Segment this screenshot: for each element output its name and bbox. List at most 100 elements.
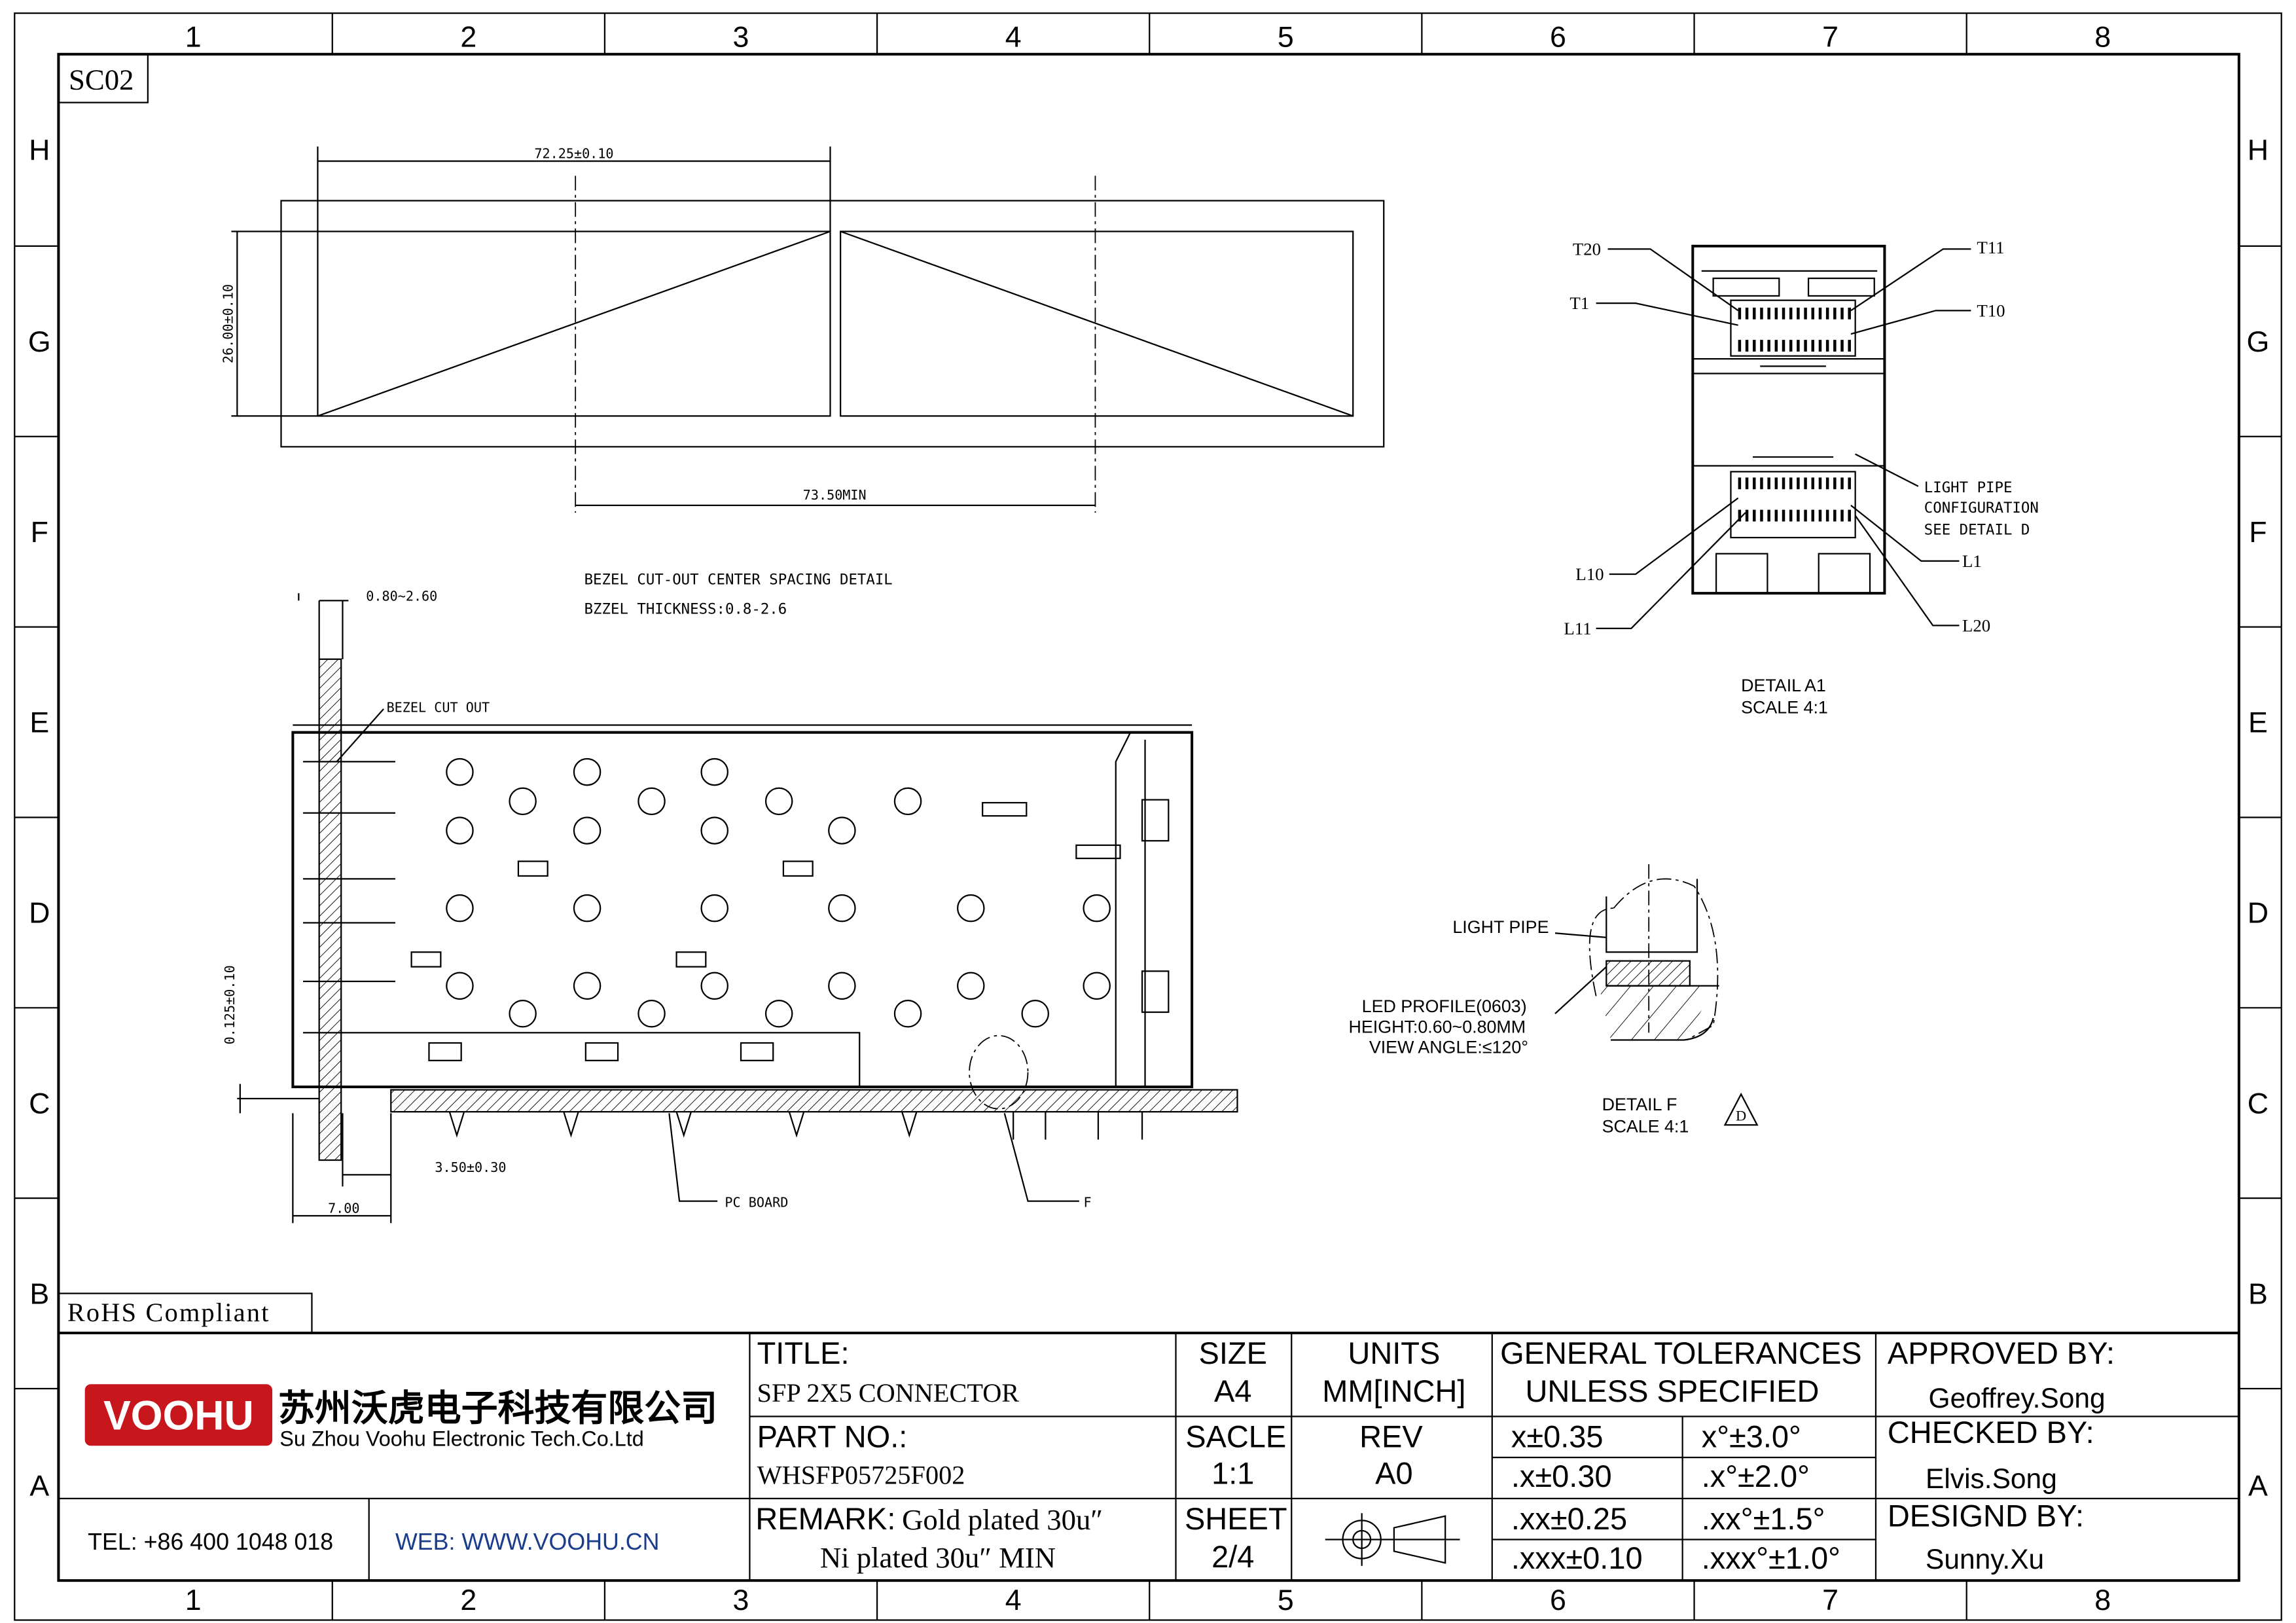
- light-pipe-note: CONFIGURATION: [1924, 500, 2039, 517]
- company-name-en: Su Zhou Voohu Electronic Tech.Co.Ltd: [279, 1427, 644, 1450]
- col-label: 3: [733, 21, 749, 54]
- size-value: A4: [1214, 1374, 1251, 1408]
- row-label: D: [29, 897, 50, 930]
- label-l11: L11: [1564, 619, 1591, 638]
- grid-column-labels: 1 2 3 4 5 6 7 8 1 2 3 4 5 6 7 8: [185, 21, 2111, 1616]
- tolerance-angular: x°±3.0°: [1702, 1419, 1801, 1454]
- row-label: H: [29, 134, 50, 166]
- tolerance-angular: .xxx°±1.0°: [1702, 1541, 1840, 1575]
- connector-side-view: 0.80~2.60 BEZEL CUT OUT 0.125±0.10 3.50±…: [222, 588, 1238, 1224]
- tolerance-linear: .x±0.30: [1511, 1459, 1612, 1493]
- label-bezel-cut-out: BEZEL CUT OUT: [387, 699, 490, 715]
- bezel-note-1: BEZEL CUT-OUT CENTER SPACING DETAIL: [584, 572, 893, 589]
- led-profile-line: HEIGHT:0.60~0.80MM: [1349, 1017, 1526, 1036]
- col-label: 5: [1278, 1584, 1294, 1616]
- title-value: SFP 2X5 CONNECTOR: [757, 1378, 1020, 1408]
- grid-row-labels: H G F E D C B A H G F E D C B A: [28, 134, 2269, 1502]
- scale-label: SACLE: [1185, 1419, 1286, 1454]
- row-label: F: [2249, 516, 2267, 549]
- bezel-cutout-view: 72.25±0.10 26.00±0.10 73.50MIN BEZEL CUT…: [221, 146, 1385, 617]
- company-tel: TEL: +86 400 1048 018: [88, 1529, 333, 1555]
- sheet-label: SHEET: [1185, 1501, 1287, 1536]
- designed-value: Sunny.Xu: [1926, 1544, 2044, 1575]
- remark-line-1: Gold plated 30u″: [902, 1503, 1103, 1536]
- tolerance-header-2: UNLESS SPECIFIED: [1526, 1374, 1820, 1408]
- col-label: 7: [1822, 21, 1839, 54]
- light-pipe-label: LIGHT PIPE: [1452, 917, 1549, 937]
- company-logo: [84, 1384, 273, 1446]
- col-label: 1: [185, 1584, 202, 1616]
- row-label: A: [29, 1469, 49, 1502]
- detail-a1-title: DETAIL A1: [1741, 676, 1826, 695]
- tolerance-angular: .x°±2.0°: [1702, 1459, 1810, 1493]
- row-label: C: [2248, 1087, 2269, 1120]
- part-no-label: PART NO.:: [757, 1419, 908, 1454]
- label-t10: T10: [1977, 301, 2005, 320]
- row-label: B: [2248, 1277, 2268, 1310]
- dim-3-50: 3.50±0.30: [435, 1159, 506, 1175]
- dim-offset: 0.125±0.10: [222, 965, 238, 1044]
- dim-height: 26.00±0.10: [221, 284, 236, 363]
- dim-spacing: 73.50MIN: [803, 487, 867, 503]
- sheet-code: SC02: [69, 63, 134, 96]
- rev-value: A0: [1375, 1455, 1412, 1490]
- row-label: C: [29, 1087, 50, 1120]
- projection-symbol-icon: [1325, 1513, 1460, 1566]
- tolerance-linear: .xx±0.25: [1511, 1501, 1627, 1536]
- label-t1: T1: [1570, 293, 1589, 313]
- approved-label: APPROVED BY:: [1888, 1336, 2115, 1370]
- led-profile-line: LED PROFILE(0603): [1362, 996, 1527, 1016]
- size-label: SIZE: [1199, 1336, 1267, 1370]
- label-detail-f: F: [1084, 1195, 1092, 1211]
- col-label: 6: [1550, 21, 1566, 54]
- col-label: 3: [733, 1584, 749, 1616]
- row-label: F: [31, 516, 48, 549]
- col-label: 6: [1550, 1584, 1566, 1616]
- sheet-code-box: [58, 53, 149, 103]
- company-web[interactable]: WEB: WWW.VOOHU.CN: [395, 1529, 660, 1555]
- bezel-note-2: BZZEL THICKNESS:0.8-2.6: [584, 600, 787, 617]
- company-logo-text: VOOHU: [103, 1393, 254, 1439]
- row-label: E: [29, 706, 49, 739]
- designed-label: DESIGND BY:: [1888, 1498, 2084, 1533]
- units-label: UNITS: [1348, 1336, 1440, 1370]
- revision-marker: D: [1736, 1108, 1746, 1124]
- detail-a1-scale: SCALE 4:1: [1741, 698, 1828, 718]
- checked-value: Elvis.Song: [1926, 1464, 2057, 1495]
- col-label: 8: [2094, 21, 2111, 54]
- approved-value: Geoffrey.Song: [1929, 1383, 2106, 1414]
- row-label: G: [28, 325, 51, 358]
- dim-bezel-thickness: 0.80~2.60: [366, 588, 437, 604]
- led-profile-line: VIEW ANGLE:≤120°: [1369, 1038, 1528, 1057]
- col-label: 7: [1822, 1584, 1839, 1616]
- checked-label: CHECKED BY:: [1888, 1415, 2094, 1450]
- col-label: 2: [460, 21, 476, 54]
- tolerance-header-1: GENERAL TOLERANCES: [1500, 1336, 1862, 1370]
- col-label: 4: [1005, 1584, 1022, 1616]
- col-label: 5: [1278, 21, 1294, 54]
- dim-7-00: 7.00: [328, 1201, 359, 1216]
- detail-f-scale: SCALE 4:1: [1602, 1116, 1689, 1136]
- label-t20: T20: [1573, 239, 1601, 259]
- pc-board: [390, 1089, 1238, 1113]
- light-pipe-note: SEE DETAIL D: [1924, 522, 2030, 539]
- tolerance-linear: x±0.35: [1511, 1419, 1604, 1454]
- remark-line-2: Ni plated 30u″ MIN: [820, 1541, 1056, 1574]
- row-label: H: [2248, 134, 2269, 166]
- company-name-cn: 苏州沃虎电子科技有限公司: [278, 1387, 717, 1429]
- col-label: 4: [1005, 21, 1022, 54]
- remark-label: REMARK:: [755, 1501, 895, 1536]
- part-no-value: WHSFP05725F002: [757, 1460, 965, 1489]
- row-label: B: [29, 1277, 49, 1310]
- units-value: MM[INCH]: [1322, 1374, 1465, 1408]
- light-pipe-note: LIGHT PIPE: [1924, 479, 2013, 496]
- label-t11: T11: [1977, 238, 2004, 257]
- rohs-label: RoHS Compliant: [67, 1298, 270, 1327]
- rev-label: REV: [1359, 1419, 1423, 1454]
- tolerance-linear: .xxx±0.10: [1511, 1541, 1643, 1575]
- detail-f-title: DETAIL F: [1602, 1095, 1677, 1114]
- row-label: G: [2247, 325, 2270, 358]
- vent-holes: [303, 757, 1170, 1087]
- title-label: TITLE:: [757, 1336, 850, 1370]
